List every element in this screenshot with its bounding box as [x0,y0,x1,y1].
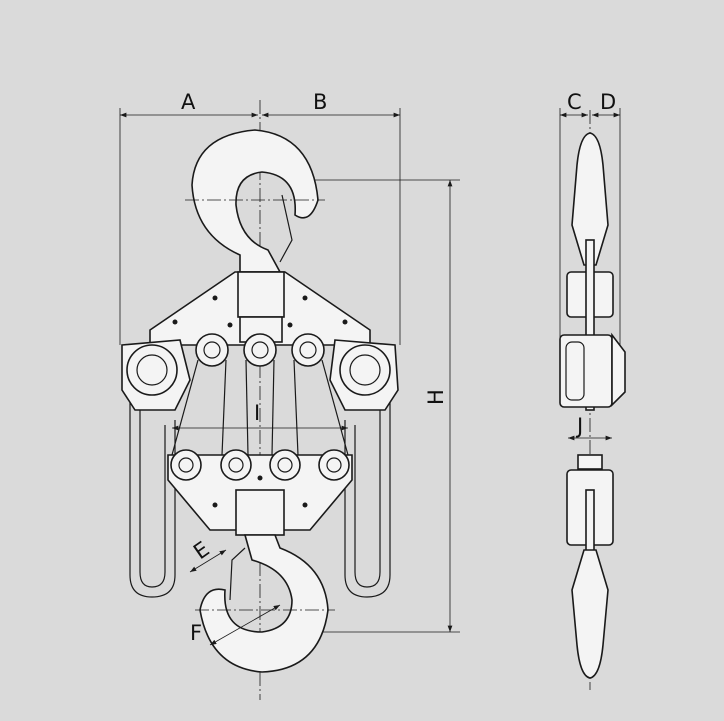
label-d: D [600,90,616,114]
dimension-e-f [189,549,281,646]
label-a: A [181,90,196,114]
left-wheel-housing [121,339,191,411]
side-view [559,108,626,690]
upper-block [149,271,371,346]
lower-block [167,449,353,536]
load-chains [171,359,349,456]
label-h: H [424,389,448,405]
upper-sheaves [195,333,325,367]
label-j: J [575,414,583,438]
bottom-hook [195,534,335,673]
label-c: C [567,90,582,114]
right-wheel-housing [329,339,399,411]
hand-chain-loops [129,400,391,598]
label-i: I [254,401,260,425]
top-hook [185,129,325,273]
label-f: F [190,621,202,645]
label-b: B [313,90,327,114]
